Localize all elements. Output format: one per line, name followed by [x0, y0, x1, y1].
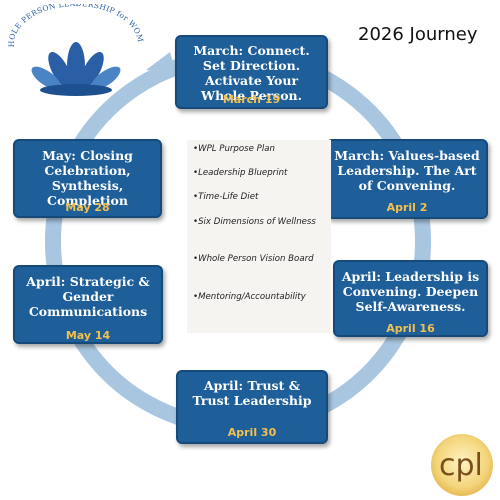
step-title: March: Connect. Set Direction. Activate … — [193, 43, 310, 103]
step-title: May: Closing Celebration, Synthesis, Com… — [42, 148, 133, 208]
step-date: April 2 — [386, 201, 428, 214]
step-box-april-convening: April: Leadership is Convening. Deepen S… — [333, 260, 488, 337]
list-item: •Whole Person Vision Board — [193, 254, 314, 264]
step-title: April: Leadership is Convening. Deepen S… — [341, 269, 480, 314]
step-title: April: Trust & Trust Leadership — [192, 378, 312, 408]
step-date: March 19 — [222, 93, 281, 106]
step-title: March: Values-based Leadership. The Art … — [334, 148, 480, 193]
page-title: 2026 Journey — [358, 24, 478, 45]
list-item: •Mentoring/Accountability — [193, 292, 306, 302]
step-box-april-trust: April: Trust & Trust Leadership April 30 — [176, 370, 328, 444]
step-date: April 16 — [386, 322, 435, 335]
cpl-logo-text: cpl — [439, 448, 483, 483]
wpl-logo: WHOLE PERSON LEADERSHIP for WOMEN — [2, 0, 146, 99]
step-title: April: Strategic & Gender Communications — [26, 274, 150, 319]
svg-text:WHOLE PERSON LEADERSHIP for WO: WHOLE PERSON LEADERSHIP for WOMEN — [6, 4, 145, 47]
step-box-march-values: March: Values-based Leadership. The Art … — [326, 139, 488, 219]
list-item: •Time-Life Diet — [193, 192, 259, 202]
step-box-april-strategic: April: Strategic & Gender Communications… — [13, 265, 163, 344]
step-date: May 28 — [65, 201, 110, 214]
components-panel: •WPL Purpose Plan •Leadership Blueprint … — [187, 140, 331, 333]
cycle-arrowhead — [146, 52, 176, 72]
step-box-may-closing: May: Closing Celebration, Synthesis, Com… — [13, 139, 162, 218]
step-box-march-connect: March: Connect. Set Direction. Activate … — [175, 35, 328, 109]
cpl-logo: cpl — [431, 434, 493, 496]
list-item: •Six Dimensions of Wellness — [193, 217, 316, 227]
list-item: •Leadership Blueprint — [193, 168, 288, 178]
list-item: •WPL Purpose Plan — [193, 144, 275, 154]
step-date: May 14 — [65, 329, 111, 342]
step-date: April 30 — [227, 426, 277, 439]
